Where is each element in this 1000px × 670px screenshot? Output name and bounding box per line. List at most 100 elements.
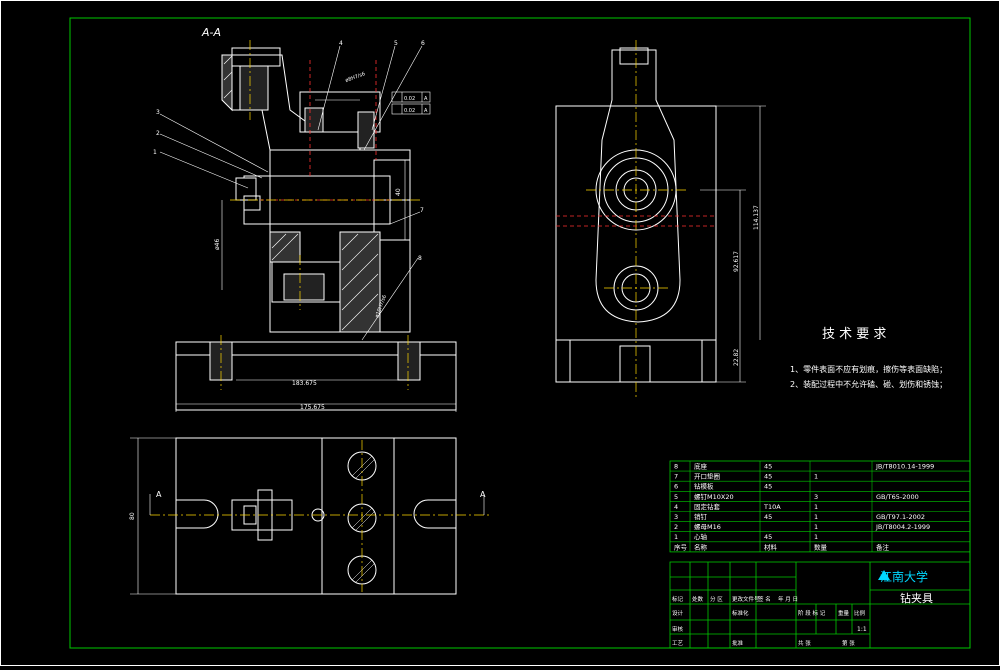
bom-cell-name: 心轴 <box>694 532 708 541</box>
dim-d10: ø8H7/s6 <box>345 71 366 84</box>
title-block <box>669 561 971 649</box>
bom-cell-qty: 1 <box>814 503 818 511</box>
title-block-label: 年 月 日 <box>778 595 798 603</box>
bom-cell-qty: 1 <box>814 523 818 531</box>
bom-cell-name: 开口垫圈 <box>694 472 720 481</box>
tech-item-1: 1、零件表面不应有划痕，擦伤等表面缺陷； <box>790 364 947 374</box>
balloon-5: 5 <box>394 40 398 47</box>
balloon-1: 1 <box>153 149 157 156</box>
leader-lines <box>159 45 423 341</box>
title-block-label: 工艺 <box>672 640 684 647</box>
title-block-label: 审核 <box>672 625 684 633</box>
bom-cell-name: 钻模板 <box>694 482 714 491</box>
school-logo-icon <box>878 570 890 580</box>
bom-table: 8 底座 45 JB/T8010.14-1999 7 开口垫圈 45 1 6 钻模板 45 5 螺钉M1… <box>669 460 971 553</box>
title-block-label: 处数 <box>692 595 704 603</box>
title-block-label: 比例 <box>854 609 866 617</box>
title-block-label: 签 名 <box>758 595 771 603</box>
bom-cell-name: 销钉 <box>694 512 708 521</box>
section-hatching <box>223 55 379 331</box>
bom-cell-qty: 3 <box>814 493 818 501</box>
title-block-label: 阶 段 标 记 <box>798 609 826 617</box>
bom-cell-name: 名称 <box>694 542 708 551</box>
tech-item-2: 2、装配过程中不允许磕、碰、划伤和锈蚀； <box>790 379 947 389</box>
side-dimensions <box>700 105 766 383</box>
dim-d8: 22.82 <box>733 349 740 366</box>
title-block-label: 标准化 <box>732 609 749 617</box>
balloon-3: 3 <box>156 109 160 116</box>
tolerance-frames <box>391 91 431 115</box>
bom-cell-no: 1 <box>674 533 678 541</box>
scale-value: 1:1 <box>857 626 867 633</box>
section-dimensions <box>175 99 457 412</box>
bom-cell-no: 3 <box>674 513 678 521</box>
tech-title: 技 术 要 求 <box>822 327 886 342</box>
dim-d6: 114.137 <box>753 205 760 230</box>
bom-cell-name: 固定钻套 <box>694 502 721 511</box>
bom-cell-qty: 1 <box>814 513 818 521</box>
plan-dimensions <box>130 437 485 595</box>
tol-datum-2: A <box>424 108 428 114</box>
bom-cell-qty: 数量 <box>814 542 828 551</box>
plan-hatching <box>351 455 375 583</box>
center-lines-side <box>586 40 688 400</box>
balloon-6: 6 <box>421 40 425 47</box>
title-block-label: 共 张 <box>798 639 811 647</box>
view-label-right: A <box>480 490 486 499</box>
section-view <box>175 47 457 411</box>
bom-cell-note: GB/T97.1-2002 <box>876 513 925 521</box>
lever-arm <box>595 49 681 323</box>
bom-cell-qty: 1 <box>814 533 818 541</box>
bom-cell-material: 45 <box>764 483 772 491</box>
dim-d2: 175.675 <box>300 404 325 411</box>
tol-value-1: 0.02 <box>404 96 415 102</box>
bom-cell-name: 底座 <box>694 462 708 471</box>
drawing-name: 钻夹具 <box>900 591 933 605</box>
bom-cell-no: 序号 <box>674 542 688 551</box>
bom-cell-note: GB/T65-2000 <box>876 493 919 501</box>
bom-cell-material: 45 <box>764 513 772 521</box>
bom-cell-no: 4 <box>674 503 678 511</box>
bom-cell-no: 7 <box>674 473 678 481</box>
dim-d3: 40 <box>395 188 402 196</box>
bom-cell-note: 备注 <box>876 542 890 551</box>
balloon-7: 7 <box>420 207 424 214</box>
section-label: A-A <box>201 26 221 39</box>
hidden-lines-side <box>556 215 716 227</box>
bom-cell-no: 2 <box>674 523 678 531</box>
bom-cell-no: 6 <box>674 483 678 491</box>
dim-d1: 183.675 <box>292 380 317 387</box>
bom-cell-name: 螺钉M10X20 <box>694 492 734 501</box>
title-block-label: 更改文件号 <box>732 595 760 603</box>
bom-cell-note: JB/T8004.2-1999 <box>875 523 930 531</box>
center-lines-section <box>220 40 420 390</box>
title-block-label: 分 区 <box>710 595 723 603</box>
balloon-4: 4 <box>339 40 343 47</box>
bom-cell-no: 8 <box>674 463 678 471</box>
tol-datum-1: A <box>424 96 428 102</box>
bom-cell-no: 5 <box>674 493 678 501</box>
drawing-frame <box>69 17 971 649</box>
bom-cell-material: 材料 <box>764 542 778 551</box>
bom-cell-material: T10A <box>763 503 781 511</box>
title-block-labels: 标记处数分 区更改文件号签 名年 月 日设计标准化阶 段 标 记重量比例审核工艺… <box>672 595 866 647</box>
title-block-label: 批准 <box>732 639 744 647</box>
center-lines-plan <box>150 440 490 592</box>
title-block-label: 重量 <box>838 609 850 617</box>
dim-d4: ø46 <box>214 239 221 250</box>
dim-d9: 80 <box>129 512 136 520</box>
base-plate <box>175 341 457 411</box>
tol-value-2: 0.02 <box>404 108 415 114</box>
bom-cell-material: 45 <box>764 473 772 481</box>
title-block-label: 设计 <box>672 609 684 617</box>
bom-cell-material: 45 <box>764 463 772 471</box>
bom-cell-material: 45 <box>764 533 772 541</box>
plan-view <box>175 437 457 595</box>
bom-cell-note: JB/T8010.14-1999 <box>875 463 934 471</box>
title-block-label: 第 张 <box>842 639 855 647</box>
balloon-2: 2 <box>156 130 160 137</box>
plan-base <box>175 437 457 595</box>
balloon-8: 8 <box>418 255 422 262</box>
view-label-left: A <box>156 490 162 499</box>
